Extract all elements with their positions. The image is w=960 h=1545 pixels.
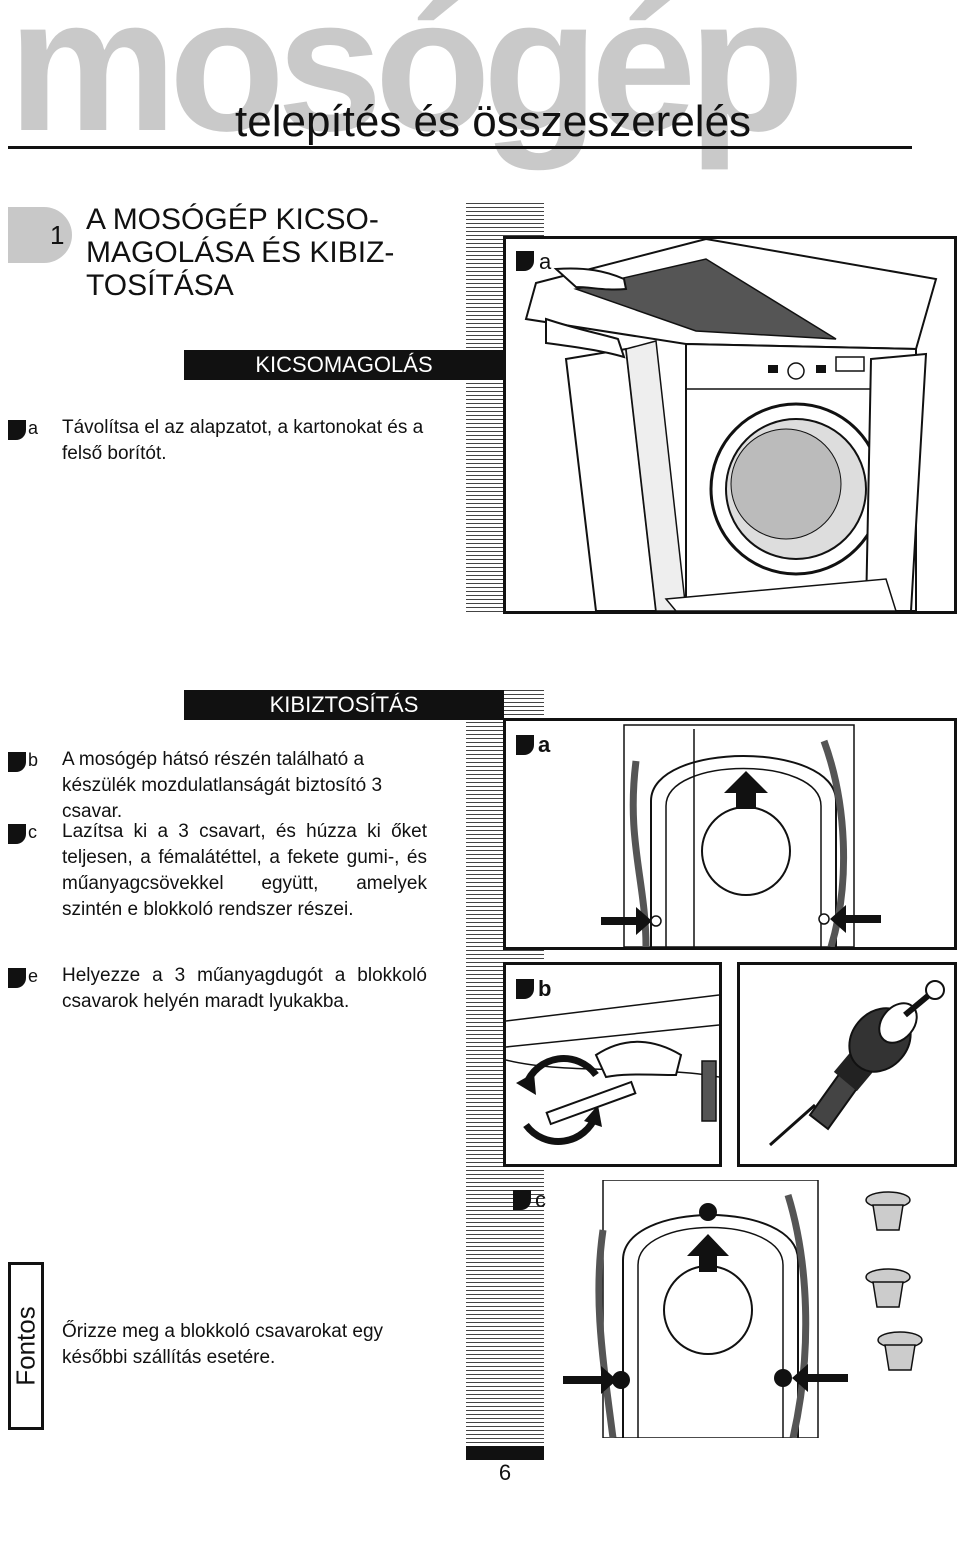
step-letter: a [28, 418, 39, 438]
screw-assembly-illustration [769, 980, 945, 1147]
step-letter: e [28, 966, 39, 986]
unpacking-heading: KICSOMAGOLÁS [184, 350, 504, 380]
figure-marker [516, 979, 534, 999]
page-number-bar [466, 1446, 544, 1460]
washing-machine-unpacking-illustration [524, 239, 938, 611]
section-title-line: A MOSÓGÉP KICSO- [86, 203, 379, 236]
back-panel-figure-a: a [503, 718, 957, 950]
step-letter: c [28, 822, 37, 842]
section-title-line: MAGOLÁSA ÉS KIBIZ- [86, 236, 395, 269]
step-marker [8, 968, 26, 988]
section-title-line: TOSÍTÁSA [86, 269, 234, 302]
figure-label: b [538, 976, 552, 1001]
step-letter: b [28, 750, 39, 770]
important-tag: Fontos [8, 1262, 44, 1430]
page-number: 6 [498, 1460, 512, 1485]
figure-label: c [535, 1187, 546, 1212]
wrench-illustration [506, 994, 719, 1145]
screw-assembly-figure [737, 962, 957, 1167]
section-number: 1 [50, 220, 65, 250]
step-a-text: Távolítsa el az alapzatot, a kartonokat … [62, 417, 424, 464]
plugs-figure-c: c [503, 1180, 957, 1438]
important-text: Őrizze meg a blokkoló csavarokat egy kés… [62, 1321, 384, 1368]
section-number-tab: 1 [8, 207, 72, 263]
unpacking-figure: a [503, 236, 957, 614]
figure-marker [513, 1190, 531, 1210]
step-marker [8, 824, 26, 844]
plugs-illustration [563, 1180, 923, 1438]
page-subtitle: telepítés és összeszerelés [235, 97, 752, 146]
important-tag-label: Fontos [10, 1306, 41, 1386]
step-marker [8, 420, 26, 440]
title-rule [8, 146, 912, 149]
back-panel-illustration [601, 724, 881, 947]
step-e-text: Helyezze a 3 műanyagdugót a blokkoló csa… [62, 965, 427, 1012]
step-b-text: A mosógép hátsó részén található a készü… [62, 749, 383, 822]
wrench-figure-b: b [503, 962, 722, 1167]
figure-label: a [539, 249, 552, 274]
watermark-title: mosógép [8, 0, 805, 171]
unlocking-heading: KIBIZTOSÍTÁS [184, 690, 504, 720]
figure-marker [516, 735, 534, 755]
section-title: A MOSÓGÉP KICSO- MAGOLÁSA ÉS KIBIZ- TOSÍ… [86, 203, 446, 302]
figure-marker [516, 251, 534, 271]
figure-label: a [538, 732, 551, 757]
step-c-text: Lazítsa ki a 3 csavart, és húzza ki őket… [62, 821, 427, 920]
step-marker [8, 752, 26, 772]
